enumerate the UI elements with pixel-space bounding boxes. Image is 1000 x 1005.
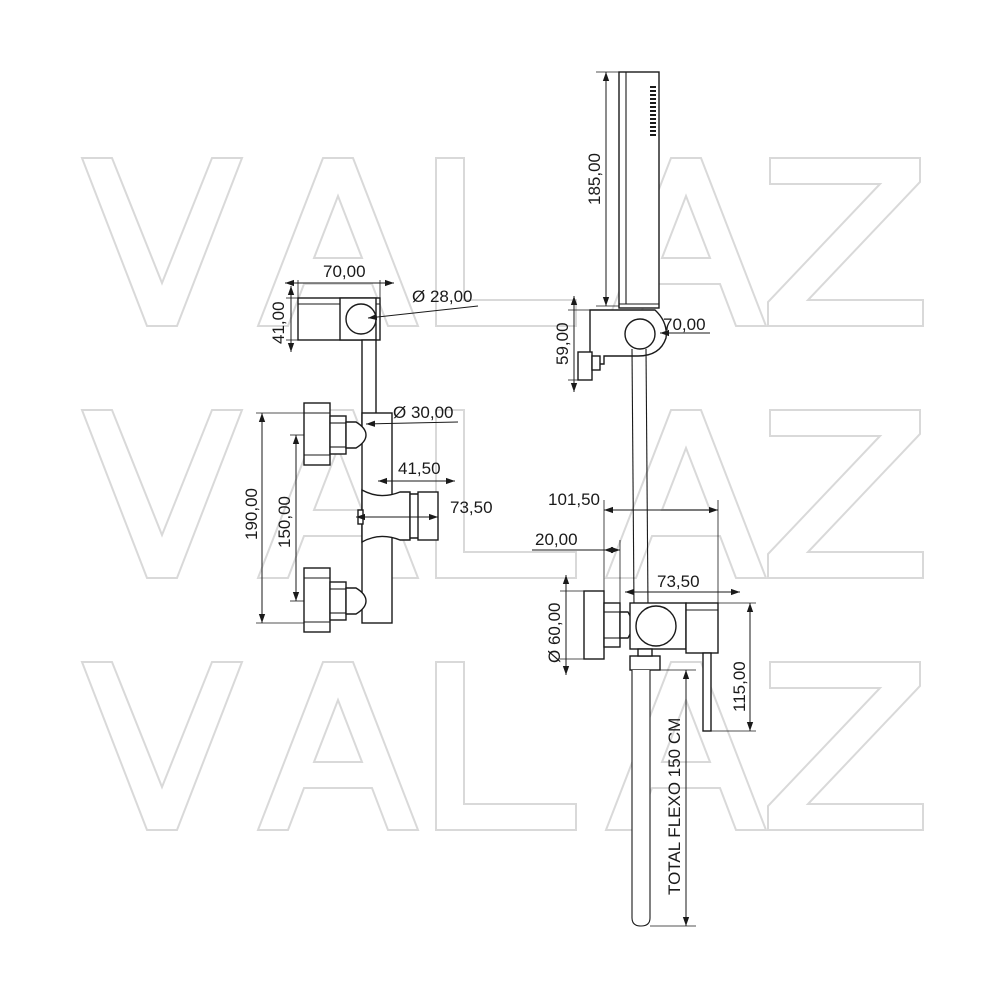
right-view-dimensions: 185,00 59,00 70,00 101,50 20,00 73,50 Ø … [532, 71, 756, 927]
label-wall-offset: 20,00 [535, 530, 578, 549]
nozzle [650, 94, 656, 96]
shower-holder-ring [624, 318, 656, 350]
nozzle [650, 98, 656, 100]
label-inner-height: 150,00 [275, 496, 294, 548]
label-lever-height: 115,00 [730, 661, 749, 712]
left-view-dimensions: 70,00 41,00 Ø 28,00 Ø 30,00 41,50 73,50 … [242, 262, 493, 624]
dim-holder-diameter [367, 305, 479, 321]
watermark-letter-z [767, 661, 924, 831]
label-holder-width: 70,00 [663, 315, 706, 334]
mixer-cartridge [635, 605, 677, 647]
label-hose-length: TOTAL FLEXO 150 CM [665, 718, 684, 895]
nozzle [650, 106, 656, 108]
lower-eccentric-nut [329, 581, 347, 621]
upper-wall-flange [303, 402, 331, 466]
watermark-letter-l [435, 409, 577, 579]
watermark-letter-l [435, 661, 577, 831]
watermark-letter-a [604, 409, 768, 579]
nozzle [650, 126, 656, 128]
upper-eccentric-nut [329, 415, 347, 455]
label-body-depth: 73,50 [450, 498, 493, 517]
nozzle [650, 114, 656, 116]
label-mixer-depth: 73,50 [657, 572, 700, 591]
mixer-lever [702, 652, 712, 732]
watermark-letter-z [767, 157, 924, 327]
hose-neck [637, 648, 653, 657]
nozzle [650, 90, 656, 92]
right-view [577, 71, 719, 927]
label-shower-length: 185,00 [585, 153, 604, 205]
mixer-wall-step [603, 602, 621, 648]
label-plate-diameter: Ø 60,00 [545, 603, 564, 664]
nozzle [650, 118, 656, 120]
label-outer-height: 190,00 [242, 488, 261, 540]
holder-wall-plate [577, 351, 593, 381]
nozzle [650, 110, 656, 112]
watermark-letter-v [80, 157, 244, 327]
hose-lower [631, 670, 651, 927]
nozzle [650, 122, 656, 124]
nozzle [650, 102, 656, 104]
watermark-letter-v [80, 661, 244, 831]
label-holder-diameter: Ø 28,00 [412, 287, 473, 306]
dim-connector-diameter [365, 420, 459, 427]
mixer-wall-plate [583, 590, 605, 660]
label-handle-depth: 41,50 [398, 459, 441, 478]
watermark [80, 157, 924, 831]
hose-upper-left [631, 348, 635, 607]
holder-ring [345, 303, 377, 335]
lower-wall-flange [303, 567, 331, 633]
watermark-letter-z [767, 409, 924, 579]
mixer-lever-base [685, 602, 719, 654]
watermark-letter-a [256, 661, 420, 831]
label-total-depth: 101,50 [548, 490, 600, 509]
holder-screw [591, 355, 601, 371]
handle-housing [361, 488, 411, 544]
handle-lever-end [417, 491, 439, 541]
nozzle [650, 130, 656, 132]
lower-connector [345, 587, 367, 615]
nozzle [650, 134, 656, 136]
label-connector-diameter: Ø 30,00 [393, 403, 454, 422]
hose-nut [629, 655, 661, 671]
label-bracket-width: 70,00 [323, 262, 366, 281]
nozzle [650, 86, 656, 88]
label-bracket-height: 41,00 [269, 301, 288, 344]
label-holder-height: 59,00 [553, 322, 572, 365]
shower-nozzles [650, 86, 656, 136]
hose-upper-right [645, 348, 649, 607]
upper-connector [345, 421, 367, 449]
watermark-letter-v [80, 409, 244, 579]
